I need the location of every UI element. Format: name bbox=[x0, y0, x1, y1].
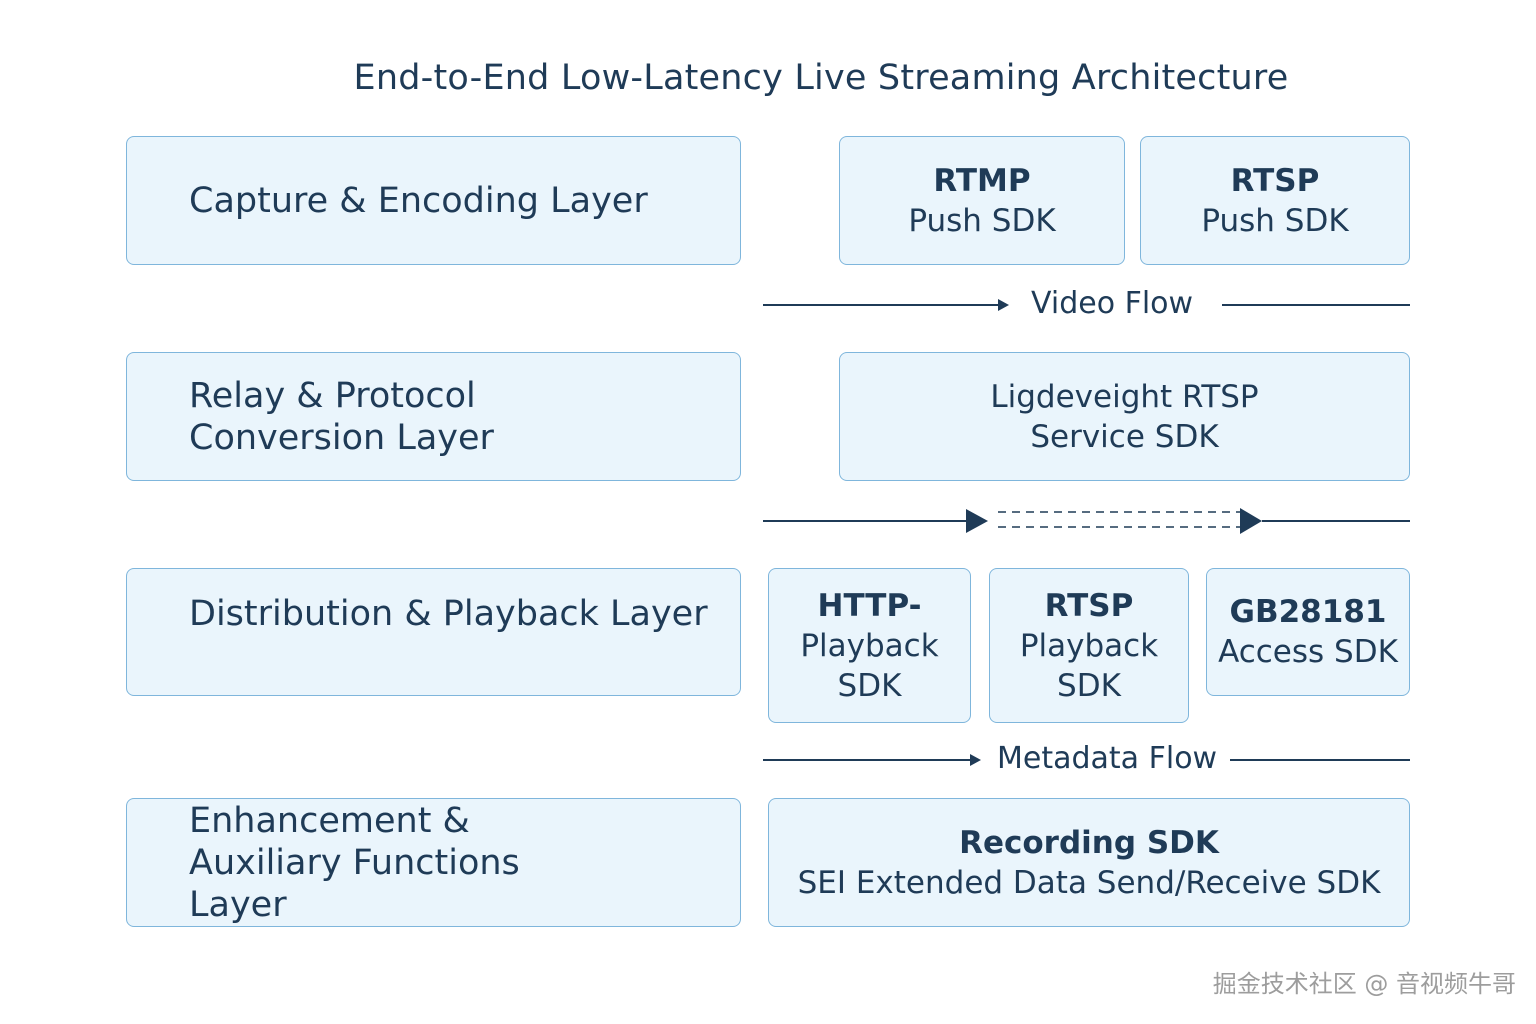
watermark-text: 掘金技术社区 @ 音视频牛哥 bbox=[1212, 970, 1516, 998]
relay-protocol-layer-label: Relay & Protocol Conversion Layer bbox=[189, 375, 494, 458]
enhancement-auxiliary-layer-box: Enhancement & Auxiliary Functions Layer bbox=[126, 798, 741, 927]
rtsp-playback-sdk-line2: Playback bbox=[1019, 627, 1159, 664]
distribution-playback-layer-box: Distribution & Playback Layer bbox=[126, 568, 741, 696]
recording-sei-sdk-box: Recording SDK SEI Extended Data Send/Rec… bbox=[768, 798, 1410, 927]
diagram-title: End-to-End Low-Latency Live Streaming Ar… bbox=[353, 58, 1289, 98]
rtsp-playback-sdk-box: RTSP Playback SDK bbox=[989, 568, 1189, 723]
http-playback-sdk-line2: Playback bbox=[800, 627, 939, 664]
gb28181-access-sdk-line2: Access SDK bbox=[1218, 634, 1398, 670]
relay-connector-arrowhead-right bbox=[1240, 508, 1262, 534]
rtsp-service-sdk-box: Ligdeveight RTSP Service SDK bbox=[839, 352, 1410, 481]
video-flow-arrowhead bbox=[998, 299, 1009, 311]
relay-connector-arrowhead-left bbox=[966, 509, 988, 533]
metadata-flow-label: Metadata Flow bbox=[997, 741, 1218, 776]
http-playback-sdk-line1: HTTP- bbox=[817, 587, 922, 624]
rtsp-push-sdk-line2: Push SDK bbox=[1201, 202, 1349, 239]
distribution-playback-layer-label: Distribution & Playback Layer bbox=[189, 594, 708, 634]
rtsp-push-sdk-line1: RTSP bbox=[1230, 162, 1320, 199]
rtmp-push-sdk-line1: RTMP bbox=[933, 162, 1031, 199]
rtsp-playback-sdk-line3: SDK bbox=[1057, 667, 1121, 704]
gb28181-access-sdk-line1: GB28181 bbox=[1229, 594, 1387, 630]
http-playback-sdk-line3: SDK bbox=[837, 667, 902, 704]
metadata-flow-arrowhead bbox=[970, 754, 981, 766]
capture-encoding-layer-label: Capture & Encoding Layer bbox=[189, 180, 648, 221]
recording-sdk-label: Recording SDK bbox=[959, 824, 1219, 861]
video-flow-label: Video Flow bbox=[1031, 286, 1194, 321]
capture-encoding-layer-box: Capture & Encoding Layer bbox=[126, 136, 741, 265]
rtsp-service-sdk-line1: Ligdeveight RTSP bbox=[990, 378, 1259, 415]
rtmp-push-sdk-line2: Push SDK bbox=[908, 202, 1056, 239]
rtmp-push-sdk-box: RTMP Push SDK bbox=[839, 136, 1125, 265]
sei-extended-data-sdk-label: SEI Extended Data Send/Receive SDK bbox=[797, 864, 1381, 901]
gb28181-access-sdk-box: GB28181 Access SDK bbox=[1206, 568, 1410, 696]
enhancement-auxiliary-layer-label: Enhancement & Auxiliary Functions Layer bbox=[189, 800, 520, 925]
rtsp-service-sdk-line2: Service SDK bbox=[1030, 418, 1219, 455]
http-playback-sdk-box: HTTP- Playback SDK bbox=[768, 568, 971, 723]
rtsp-playback-sdk-line1: RTSP bbox=[1044, 587, 1134, 624]
relay-protocol-layer-box: Relay & Protocol Conversion Layer bbox=[126, 352, 741, 481]
rtsp-push-sdk-box: RTSP Push SDK bbox=[1140, 136, 1410, 265]
